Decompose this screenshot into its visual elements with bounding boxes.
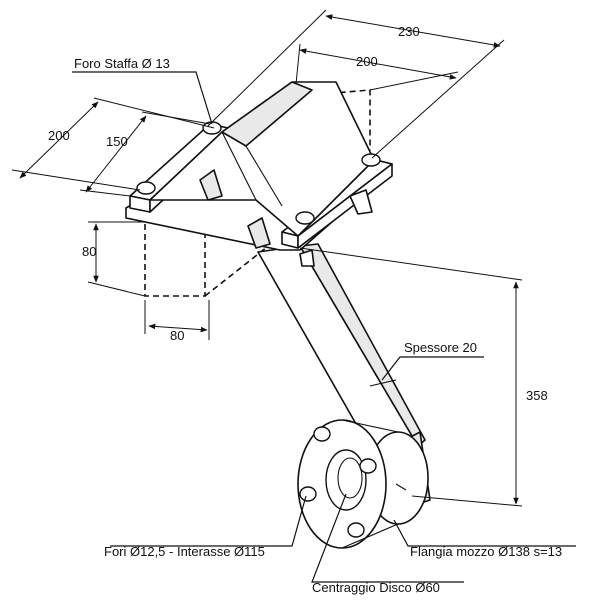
fori-label: Fori Ø12,5 - Interasse Ø115 [104,544,265,559]
leader-lines [72,71,576,583]
foro-staffa-label: Foro Staffa Ø 13 [74,56,170,71]
flangia-label: Flangia mozzo Ø138 s=13 [410,544,562,559]
dim-358: 358 [526,388,548,403]
dimension-values: 230 200 200 150 80 80 358 [48,24,548,403]
hub-flange [297,419,431,549]
dim-150: 150 [106,134,128,149]
clamp-strap [125,81,393,267]
dim-80-horizontal: 80 [170,328,184,343]
bolt-icon [361,153,381,167]
dim-200-top: 200 [356,54,378,69]
bolt-hole [299,486,317,502]
labels: Foro Staffa Ø 13 Spessore 20 Fori Ø12,5 … [74,56,562,595]
dimension-lines [11,9,523,507]
bolt-hole [313,426,331,442]
dim-80-vertical: 80 [82,244,96,259]
bolt-icon [295,211,315,225]
dim-200-left: 200 [48,128,70,143]
bolt-icon [136,181,156,195]
bolt-hole [347,522,365,538]
dim-230: 230 [398,24,420,39]
spessore-label: Spessore 20 [404,340,477,355]
bolt-hole [359,458,377,474]
centraggio-label: Centraggio Disco Ø60 [312,580,440,595]
